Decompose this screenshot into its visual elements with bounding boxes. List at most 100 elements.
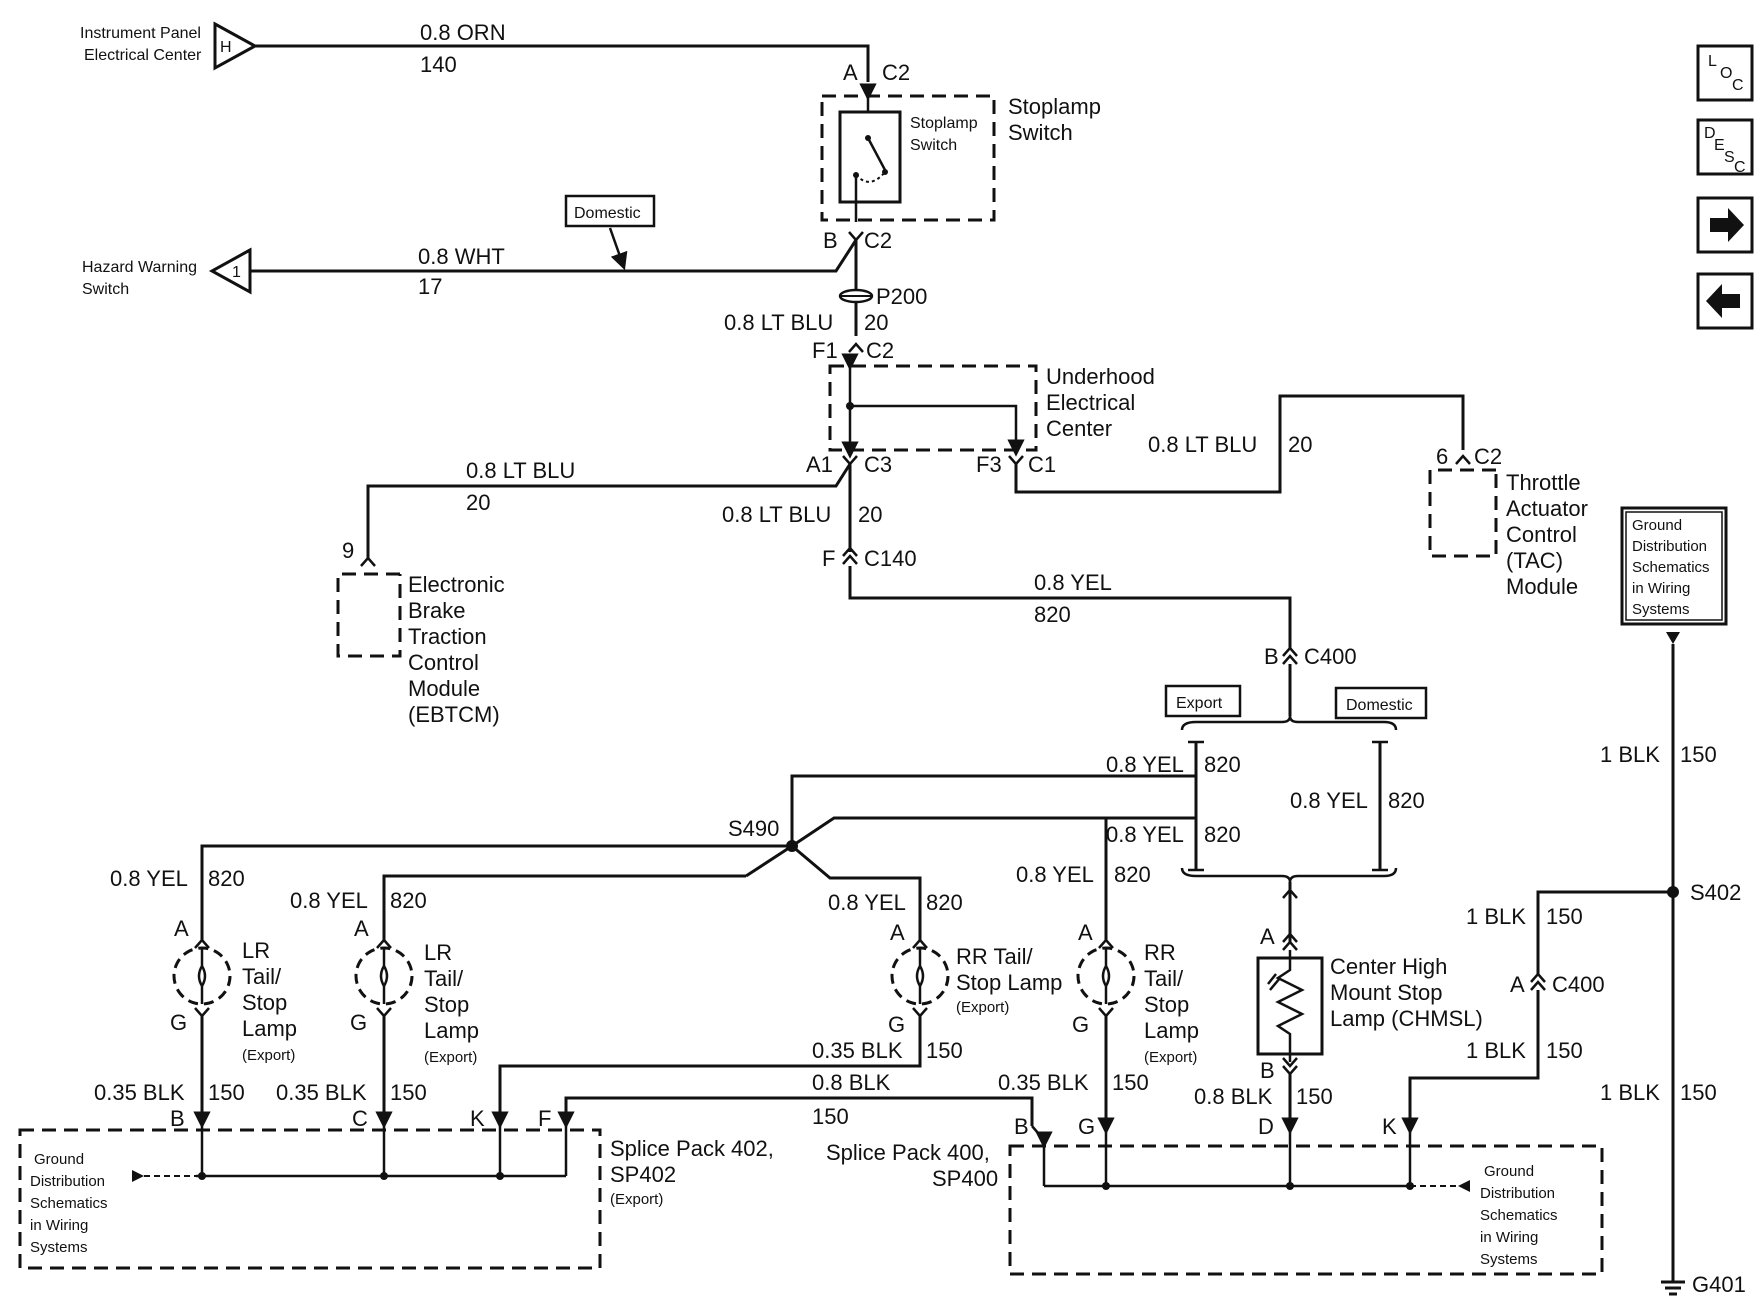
wire-yel-c400-color: 0.8 YEL	[1034, 570, 1112, 595]
chmsl-label-3: Lamp (CHMSL)	[1330, 1006, 1483, 1031]
wire-blk-lr2-color: 0.35 BLK	[276, 1080, 367, 1105]
rr1-note: (Export)	[956, 999, 1009, 1016]
hazard-label-2: Switch	[82, 281, 129, 298]
ground-icon	[1661, 1280, 1685, 1296]
wire-yel-lr2-diag	[745, 844, 793, 878]
lr2-label-2: Tail/	[424, 966, 464, 991]
wire-ltblu-tac	[1014, 394, 1465, 494]
c2-f1-connector-icon	[848, 342, 864, 353]
c400-a-pin: A	[1510, 972, 1525, 997]
lr2-filament	[379, 948, 389, 1004]
back-button[interactable]	[1696, 272, 1754, 330]
wire-ltblu-tac-circuit: 20	[1288, 432, 1312, 457]
loc-button[interactable]: L O C	[1696, 44, 1754, 102]
domestic-tag-text: Domestic	[1346, 697, 1413, 714]
gnd-ref-box-top	[1620, 506, 1728, 626]
wire-orn-color: 0.8 ORN	[420, 20, 506, 45]
lr1-label-3: Stop	[242, 990, 287, 1015]
stoplamp-label-1: Stoplamp	[1008, 94, 1101, 119]
wire-yel-exp-bot-color: 0.8 YEL	[1106, 822, 1184, 847]
wire-yel-rr1	[791, 844, 922, 940]
wire-blk-rr1	[498, 1016, 922, 1120]
tac-label-4: (TAC)	[1506, 548, 1563, 573]
sp400-gnd-5: Systems	[1480, 1251, 1538, 1268]
gnd-ref-top-1: Ground	[1632, 517, 1682, 534]
wire-blk-lr1-circuit: 150	[208, 1080, 245, 1105]
tac-label-5: Module	[1506, 574, 1578, 599]
domestic-tag-top-text: Domestic	[574, 205, 641, 222]
wire-blk-f-circuit: 150	[812, 1104, 849, 1129]
c400-b-name: C400	[1304, 644, 1357, 669]
s402-label: S402	[1690, 880, 1741, 905]
wire-yel-lr1	[200, 844, 792, 940]
rr2-pin-a-icon	[1098, 938, 1114, 949]
ebtcm-connector-icon	[360, 556, 376, 567]
sp400-pin-b: B	[1014, 1114, 1029, 1139]
sp400-gnd-2: Distribution	[1480, 1185, 1555, 1202]
sp402-gnd-arrow	[132, 1170, 144, 1182]
hazard-label-1: Hazard Warning	[82, 259, 197, 276]
wire-blk-gnd-top-color: 1 BLK	[1600, 742, 1660, 767]
gnd-ref-top-arrow	[1666, 632, 1680, 644]
lr2-label-4: Lamp	[424, 1018, 479, 1043]
wire-yel-dom-color: 0.8 YEL	[1290, 788, 1368, 813]
loc-o: O	[1720, 65, 1732, 82]
sp402-box	[18, 1128, 602, 1270]
lr2-pin-g: G	[350, 1010, 367, 1035]
ebtcm-label-5: Module	[408, 676, 480, 701]
desc-c: C	[1734, 159, 1746, 176]
tac-label-1: Throttle	[1506, 470, 1581, 495]
desc-e: E	[1714, 137, 1725, 154]
sp400-label-2: SP400	[932, 1166, 998, 1191]
arrow-right-icon	[1710, 208, 1744, 242]
wire-blk-s402	[1536, 890, 1673, 974]
uec-box	[828, 364, 1038, 452]
chmsl-label-2: Mount Stop	[1330, 980, 1443, 1005]
desc-d: D	[1704, 125, 1716, 142]
wire-blk-rr1-color: 0.35 BLK	[812, 1038, 903, 1063]
desc-button[interactable]: D E S C	[1696, 118, 1754, 176]
sp400-gnd-arrow	[1458, 1180, 1470, 1192]
rr2-label-4: Lamp	[1144, 1018, 1199, 1043]
wire-blk-lr1-color: 0.35 BLK	[94, 1080, 185, 1105]
c2-b-name: C2	[864, 228, 892, 253]
lr2-label-3: Stop	[424, 992, 469, 1017]
lr1-pin-g-icon	[194, 1007, 210, 1018]
chmsl-pin-a: A	[1260, 924, 1275, 949]
arrow-left-icon	[1706, 284, 1740, 318]
sp400-gnd-3: Schematics	[1480, 1207, 1558, 1224]
lr1-label-2: Tail/	[242, 964, 282, 989]
c400-b-pin: B	[1264, 644, 1279, 669]
sp400-gnd-4: in Wiring	[1480, 1229, 1538, 1246]
export-tag-text: Export	[1176, 695, 1223, 712]
c400-a-name: C400	[1552, 972, 1605, 997]
wire-yel-lr2-circuit: 820	[390, 888, 427, 913]
sp402-gnd-2: Distribution	[30, 1173, 105, 1190]
uec-label-3: Center	[1046, 416, 1112, 441]
wire-yel-exp-bot-circuit: 820	[1204, 822, 1241, 847]
lr2-note: (Export)	[424, 1049, 477, 1066]
sp402-note: (Export)	[610, 1191, 663, 1208]
sp402-pin-f: F	[538, 1106, 551, 1131]
export-link-ends	[1188, 740, 1204, 872]
sp400-pin-g: G	[1078, 1114, 1095, 1139]
rr1-label-1: RR Tail/	[956, 944, 1034, 969]
wire-ltblu-ebtcm	[366, 463, 852, 560]
wire-ltblu-ebtcm-circuit: 20	[466, 490, 490, 515]
next-button[interactable]	[1696, 196, 1754, 254]
wire-blk-g401-circuit: 150	[1680, 1080, 1717, 1105]
stoplamp-switch-link	[855, 171, 886, 183]
sp400-label-1: Splice Pack 400,	[826, 1140, 990, 1165]
wire-blk-k-color: 1 BLK	[1466, 1038, 1526, 1063]
wire-ltblu-ebtcm-color: 0.8 LT BLU	[466, 458, 575, 483]
ebtcm-module-box	[336, 572, 402, 658]
sp400-node-g	[1102, 1182, 1110, 1190]
ipec-pin: H	[220, 39, 232, 56]
domestic-tag	[1334, 686, 1428, 720]
lr2-pin-a: A	[354, 916, 369, 941]
sp400-pin-k: K	[1382, 1114, 1397, 1139]
c140-pin: F	[822, 546, 835, 571]
c2-a-pin: A	[843, 60, 858, 85]
